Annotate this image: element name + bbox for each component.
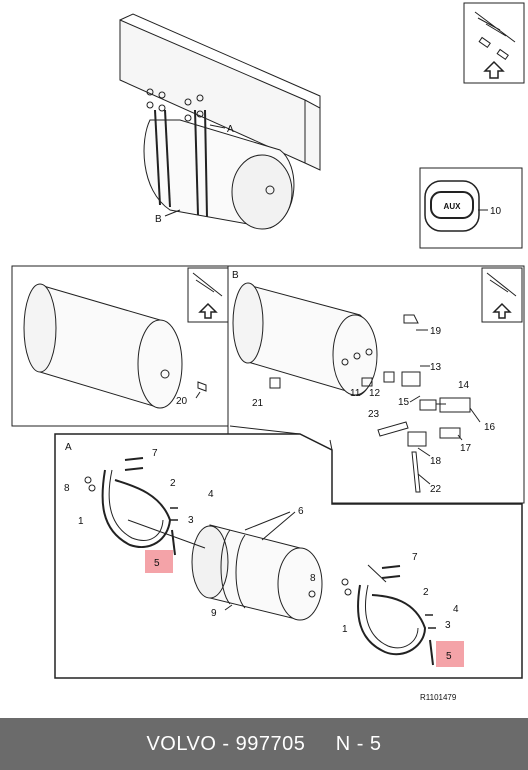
- label-A-detail: A: [65, 442, 72, 453]
- footer-page: N - 5: [335, 732, 382, 755]
- label-19: 19: [430, 326, 442, 337]
- label-13: 13: [430, 362, 442, 373]
- tank-view-B: [227, 265, 525, 504]
- label-9: 9: [211, 608, 217, 619]
- label-20: 20: [176, 396, 188, 407]
- label-2-right: 2: [423, 587, 429, 598]
- label-12: 12: [369, 388, 381, 399]
- direction-icon: [463, 2, 525, 84]
- label-23: 23: [368, 409, 380, 420]
- footer-part-number: 997705: [235, 732, 306, 755]
- label-7-left: 7: [152, 448, 158, 459]
- highlight-part-5-left: [145, 550, 173, 573]
- label-7-right: 7: [412, 552, 418, 563]
- label-21: 21: [252, 398, 264, 409]
- label-3-right: 3: [445, 620, 451, 631]
- top-assembly-view: [119, 13, 321, 230]
- label-B-top: B: [155, 214, 162, 225]
- aux-button-box: [419, 167, 523, 249]
- label-22: 22: [430, 484, 442, 495]
- label-6: 6: [298, 506, 304, 517]
- label-14: 14: [458, 380, 470, 391]
- label-B-detail: B: [232, 270, 239, 281]
- part-footer-bar: VOLVO - 997705 N - 5: [0, 718, 528, 770]
- label-11: 11: [350, 388, 361, 399]
- footer-brand: VOLVO: [146, 732, 217, 755]
- label-1-left: 1: [78, 516, 84, 527]
- label-1-right: 1: [342, 624, 348, 635]
- label-10: 10: [490, 206, 502, 217]
- footer-separator: -: [216, 732, 236, 755]
- label-16: 16: [484, 422, 496, 433]
- footer-spacer: [305, 733, 335, 756]
- label-5-left: 5: [154, 558, 160, 569]
- label-2-left: 2: [170, 478, 176, 489]
- label-A-top: A: [227, 124, 234, 135]
- label-8-right: 8: [310, 573, 316, 584]
- label-4-right: 4: [453, 604, 459, 615]
- label-18: 18: [430, 456, 442, 467]
- label-4-left: 4: [208, 489, 214, 500]
- label-15: 15: [398, 397, 410, 408]
- exploded-parts-diagram: A B AUX 10 20: [11, 2, 525, 702]
- aux-button-label: AUX: [444, 202, 462, 211]
- exploded-view-A: [54, 425, 523, 679]
- label-17: 17: [460, 443, 472, 454]
- highlight-part-5-right: [436, 641, 464, 667]
- label-5-right: 5: [446, 651, 452, 662]
- label-8-left: 8: [64, 483, 70, 494]
- drawing-number: R1101479: [420, 693, 457, 702]
- tank-view-left: [11, 265, 231, 427]
- label-3-left: 3: [188, 515, 194, 526]
